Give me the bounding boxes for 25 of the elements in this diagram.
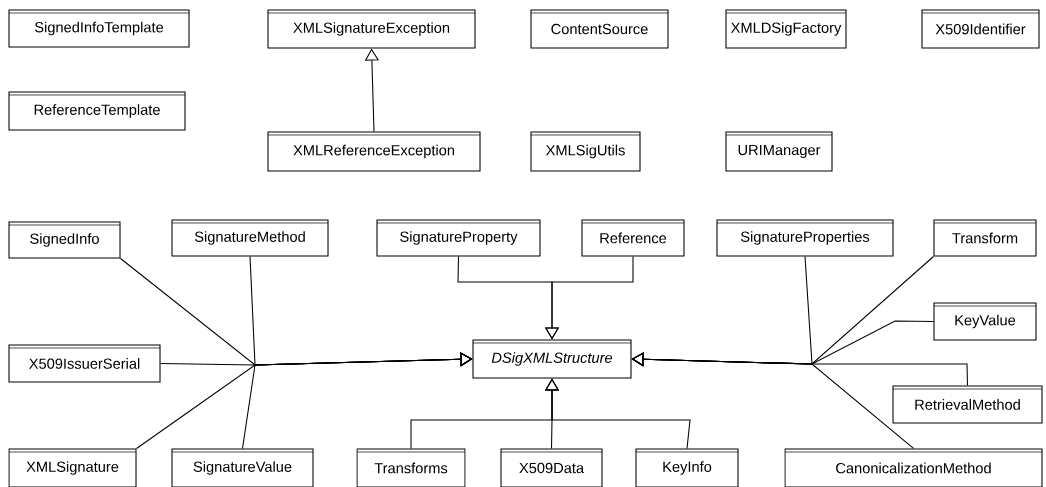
class-box: X509Identifier: [921, 9, 1040, 49]
class-box: XMLDSigFactory: [725, 9, 847, 49]
class-box: X509IssuerSerial: [8, 344, 161, 383]
class-box: SignatureProperty: [376, 219, 541, 257]
class-box: SignedInfoTemplate: [8, 9, 190, 48]
class-box: ReferenceTemplate: [8, 91, 186, 131]
class-box: SignedInfo: [8, 221, 121, 259]
class-box: Transforms: [356, 448, 466, 487]
class-box: SignatureValue: [171, 448, 314, 487]
class-box: URIManager: [725, 131, 833, 172]
class-box: DSigXMLStructure: [472, 339, 632, 379]
class-box: ContentSource: [530, 9, 669, 49]
class-box: KeyInfo: [635, 448, 739, 487]
class-box: XMLSigUtils: [530, 131, 641, 172]
class-box: Transform: [933, 219, 1037, 257]
class-box: SignatureMethod: [171, 219, 329, 257]
class-box: RetrievalMethod: [892, 385, 1043, 424]
class-box: Reference: [581, 219, 685, 257]
class-box: CanonicalizationMethod: [784, 448, 1043, 487]
class-box: KeyValue: [933, 302, 1037, 341]
class-box: XMLReferenceException: [267, 131, 481, 172]
class-box: XMLSignatureException: [267, 9, 476, 49]
class-box: X509Data: [500, 448, 603, 487]
class-box: SignatureProperties: [716, 219, 894, 257]
class-box: XMLSignature: [8, 448, 137, 487]
